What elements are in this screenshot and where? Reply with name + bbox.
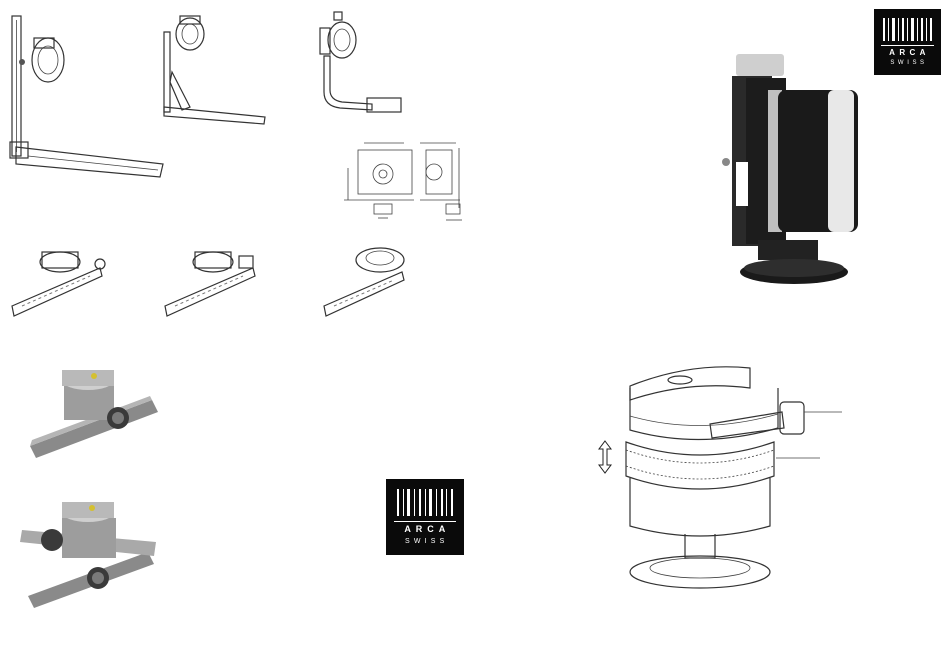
up-down-arrow-icon xyxy=(598,440,612,474)
leveling-base-drawing xyxy=(590,358,852,598)
single-rail-clamp-photo xyxy=(22,360,162,460)
technical-drawing-figure xyxy=(338,138,468,228)
rail-clamp-knob-figure xyxy=(10,240,110,320)
rotation-head-photo xyxy=(718,50,868,286)
barcode-icon xyxy=(397,489,453,516)
arca-swiss-logo-top: ARCA SWISS xyxy=(874,9,941,75)
logo-brand-line2: SWISS xyxy=(386,538,464,545)
barcode-icon xyxy=(883,18,931,42)
logo-brand-line1: ARCA xyxy=(874,48,941,57)
cross-rail-clamp-photo xyxy=(18,482,160,612)
l-bracket-large-figure xyxy=(8,12,166,177)
logo-brand-line1: ARCA xyxy=(386,524,464,534)
logo-brand-line2: SWISS xyxy=(874,60,941,66)
l-bracket-medium-figure xyxy=(160,12,270,127)
rail-clamp-round-figure xyxy=(322,240,422,320)
rail-clamp-lever-figure xyxy=(163,240,263,320)
l-bracket-small-figure xyxy=(312,10,407,120)
arca-swiss-logo-bottom: ARCA SWISS xyxy=(386,479,464,555)
